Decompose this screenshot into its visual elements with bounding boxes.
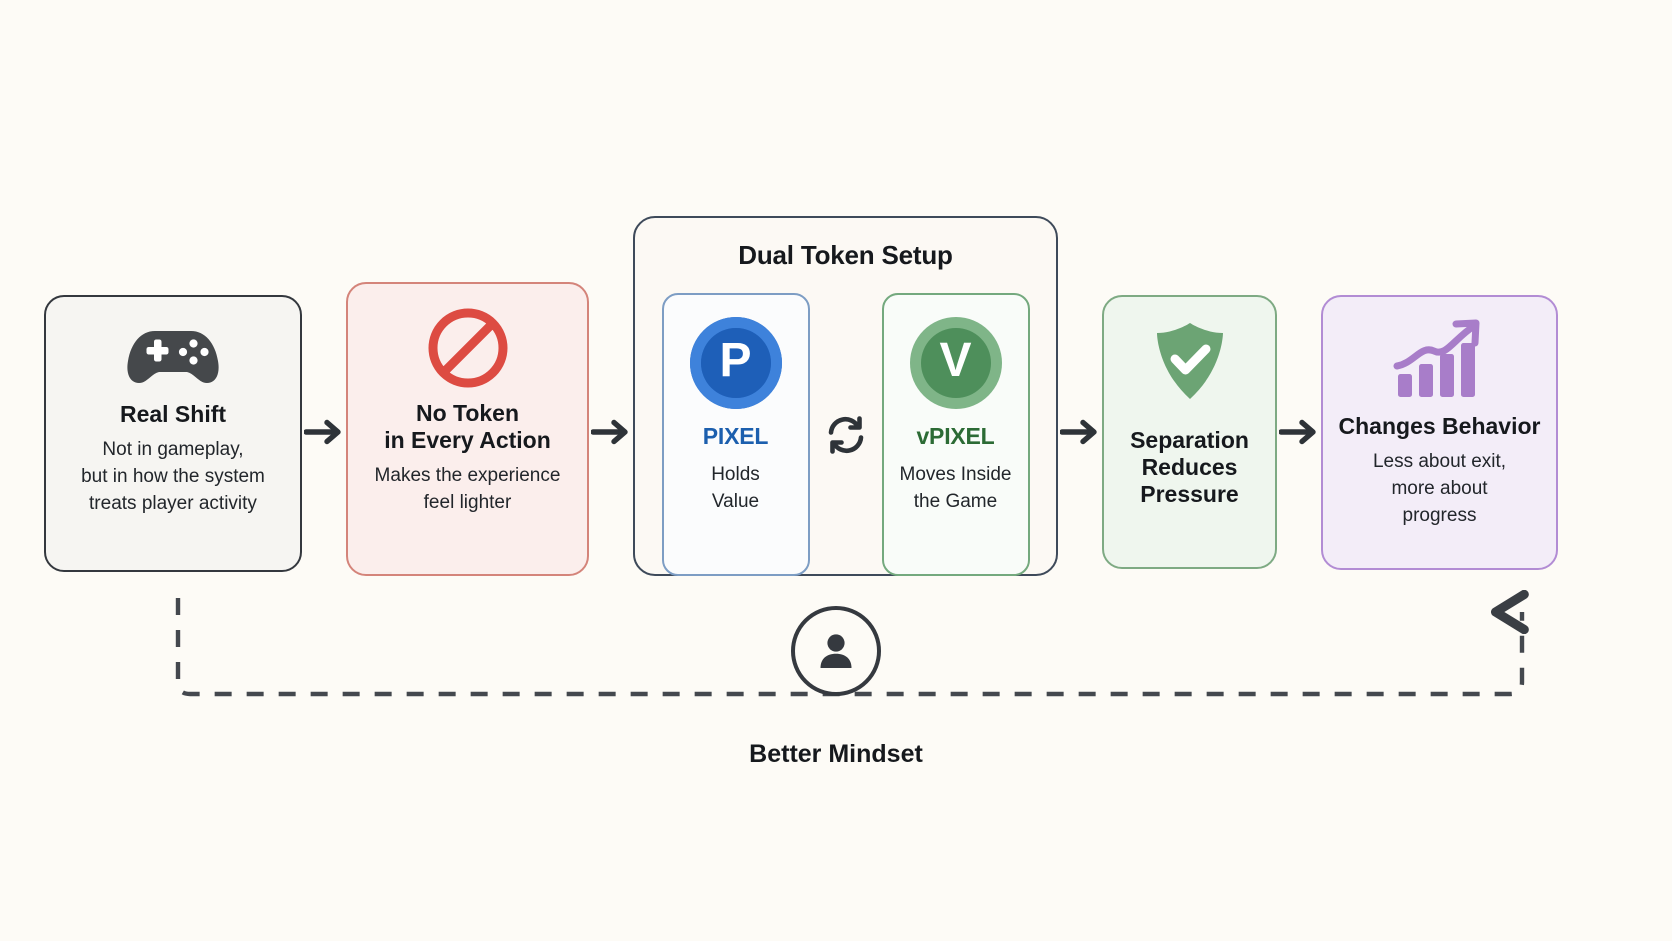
- better-mindset-label: Better Mindset: [749, 740, 923, 768]
- dual-token-title: Dual Token Setup: [738, 240, 953, 270]
- card-real-shift[interactable]: Real Shift Not in gameplay, but in how t…: [44, 294, 302, 572]
- game-controller-icon: [127, 330, 219, 383]
- shield-check-icon: [1156, 323, 1223, 399]
- card-description: Less about exit, more about progress: [1372, 450, 1507, 526]
- pixel-coin-letter: P: [700, 328, 771, 398]
- pixel-coin-icon: P: [689, 317, 782, 409]
- flow-row: Real Shift Not in gameplay, but in how t…: [44, 216, 1628, 576]
- card-description: Makes the experience feel lighter: [374, 465, 561, 514]
- token-card-vpixel[interactable]: V vPIXEL Moves Inside the Game: [881, 293, 1030, 576]
- growth-chart-icon: [1393, 319, 1479, 397]
- card-title: No Token in Every Action: [384, 400, 551, 454]
- vpixel-coin-letter: V: [920, 328, 991, 398]
- person-avatar: [791, 606, 881, 696]
- pixel-token-desc: Holds Value: [711, 464, 760, 512]
- pixel-token-name: PIXEL: [702, 423, 769, 449]
- arrow-right-icon-4: [1277, 418, 1321, 446]
- arrow-right-icon-3: [1058, 418, 1102, 446]
- card-no-token[interactable]: No Token in Every Action Makes the exper…: [346, 282, 589, 576]
- dual-token-setup-panel[interactable]: Dual Token Setup P PIXEL Holds Value: [633, 216, 1058, 576]
- vpixel-token-name: vPIXEL: [916, 423, 995, 449]
- swap-circular-arrows-icon: [820, 409, 872, 461]
- token-row: P PIXEL Holds Value V: [661, 293, 1030, 576]
- card-title: Real Shift: [119, 400, 227, 427]
- token-card-pixel[interactable]: P PIXEL Holds Value: [661, 293, 810, 576]
- card-title: Changes Behavior: [1338, 412, 1541, 439]
- vpixel-token-desc: Moves Inside the Game: [899, 464, 1012, 512]
- card-title: Separation Reduces Pressure: [1130, 427, 1249, 508]
- card-description: Not in gameplay, but in how the system t…: [81, 438, 265, 514]
- vpixel-coin-icon: V: [909, 317, 1002, 409]
- card-separation[interactable]: Separation Reduces Pressure: [1102, 295, 1277, 569]
- arrow-right-icon-2: [589, 418, 633, 446]
- prohibited-icon: [428, 308, 507, 388]
- person-glyph: [820, 634, 852, 668]
- arrow-right-icon-1: [302, 418, 346, 446]
- card-changes-behavior[interactable]: Changes Behavior Less about exit, more a…: [1321, 294, 1558, 570]
- person-circle-icon: [790, 605, 882, 697]
